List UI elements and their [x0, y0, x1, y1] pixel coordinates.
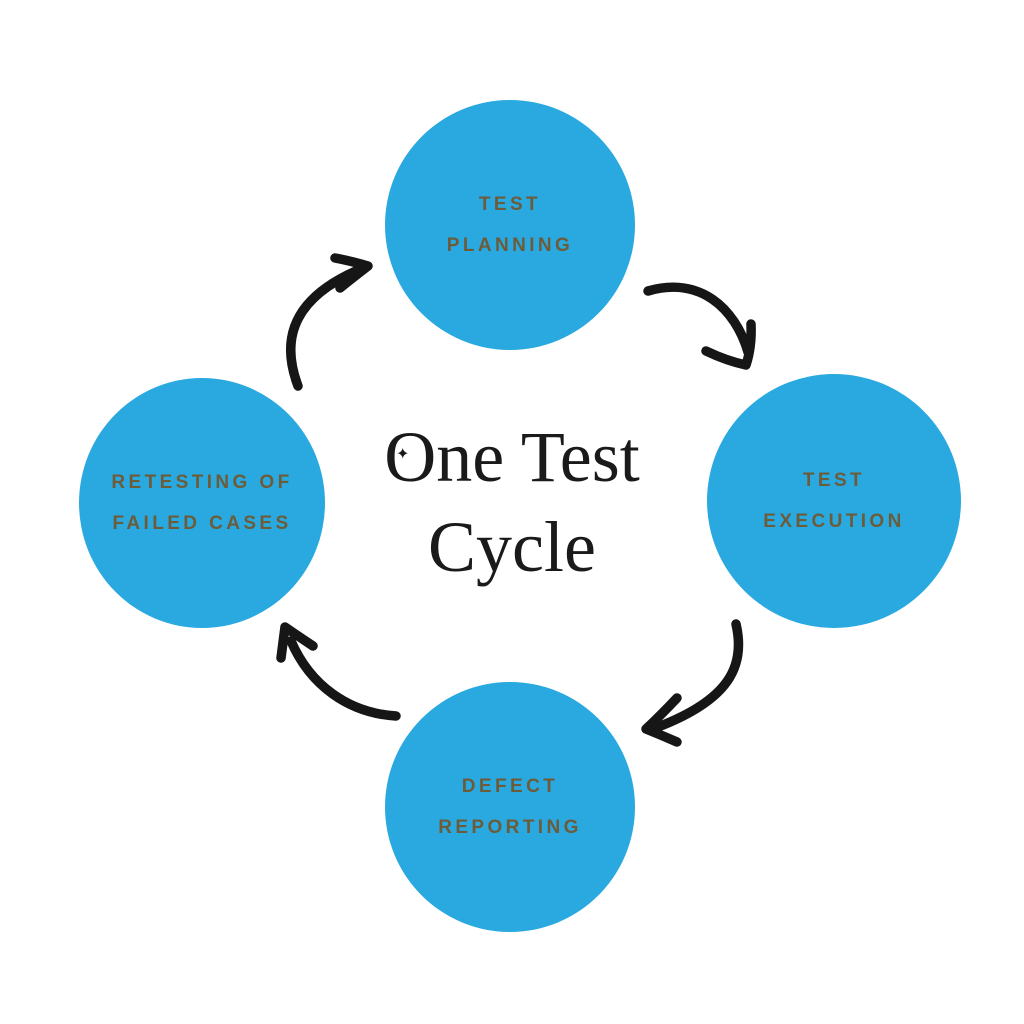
node-label: REPORTING — [438, 817, 582, 838]
sparkle-icon: ✦ — [396, 444, 410, 463]
node-label: RETESTING OF — [111, 472, 293, 493]
node-label: FAILED CASES — [112, 513, 292, 534]
node-label: EXECUTION — [763, 511, 905, 532]
diagram-title-line2: Cycle — [428, 507, 596, 587]
diagram-title: One Test Cycle — [212, 412, 812, 592]
arrow-test-planning-to-test-execution-icon — [643, 282, 756, 370]
node-label: TEST — [802, 470, 866, 491]
node-retesting-of-failed-cases: RETESTING OF FAILED CASES — [79, 378, 325, 628]
node-label: DEFECT — [461, 776, 559, 797]
node-defect-reporting: DEFECT REPORTING — [385, 682, 635, 932]
node-label: TEST — [478, 194, 542, 215]
node-label: PLANNING — [446, 235, 574, 256]
node-test-planning: TEST PLANNING — [385, 100, 635, 350]
node-test-execution: TEST EXECUTION — [707, 374, 961, 628]
arrow-test-execution-to-defect-reporting-icon — [641, 619, 744, 747]
arrow-retesting-to-test-planning-icon — [286, 253, 373, 391]
arrow-defect-reporting-to-retesting-icon — [276, 622, 401, 721]
diagram-title-line1: One Test — [384, 417, 640, 497]
